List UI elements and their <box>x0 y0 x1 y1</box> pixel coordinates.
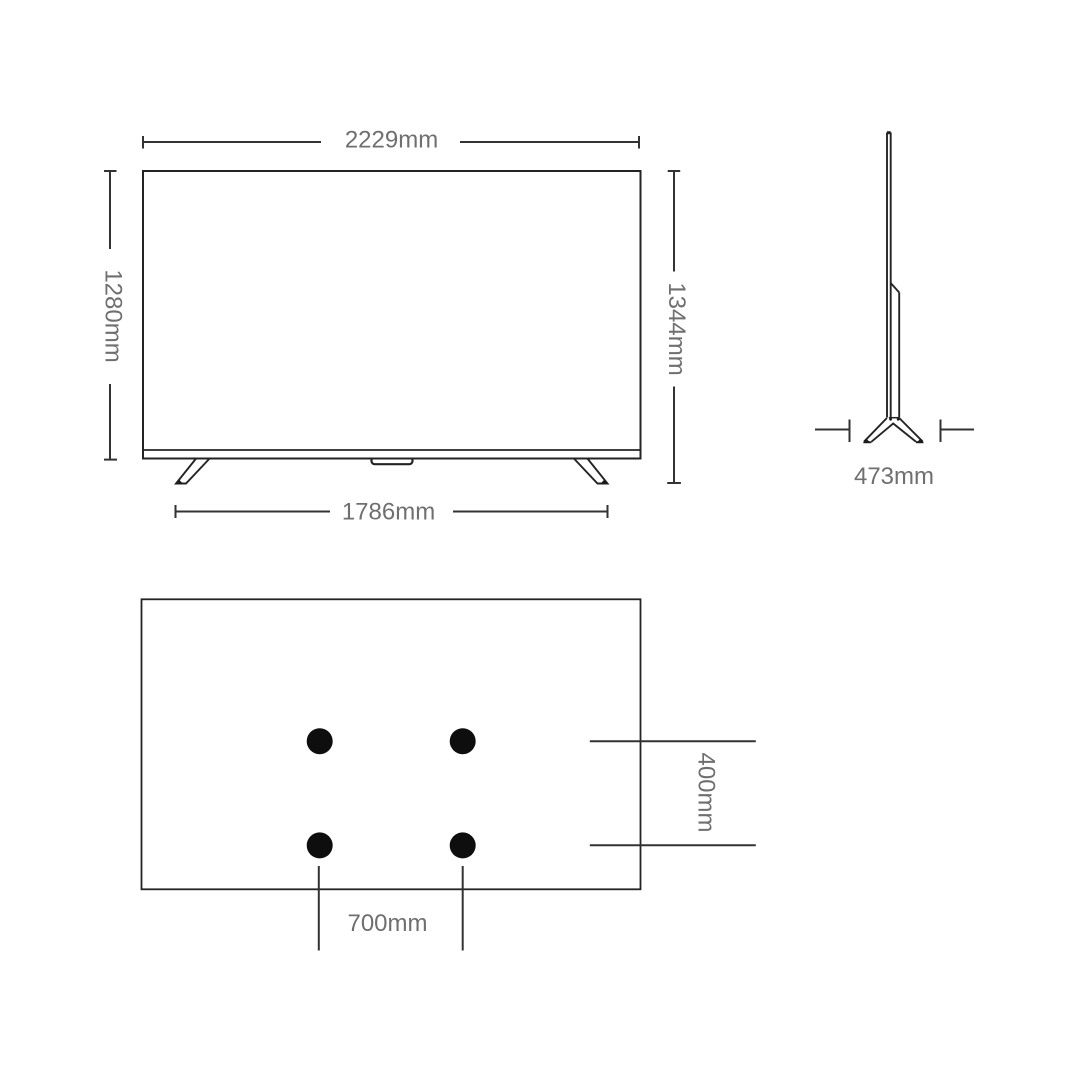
svg-text:400mm: 400mm <box>693 752 720 832</box>
svg-text:473mm: 473mm <box>854 463 934 490</box>
svg-text:1344mm: 1344mm <box>663 282 690 375</box>
svg-text:700mm: 700mm <box>347 910 427 937</box>
svg-text:1280mm: 1280mm <box>100 269 127 362</box>
svg-text:2229mm: 2229mm <box>345 127 438 154</box>
svg-text:1786mm: 1786mm <box>342 498 435 525</box>
